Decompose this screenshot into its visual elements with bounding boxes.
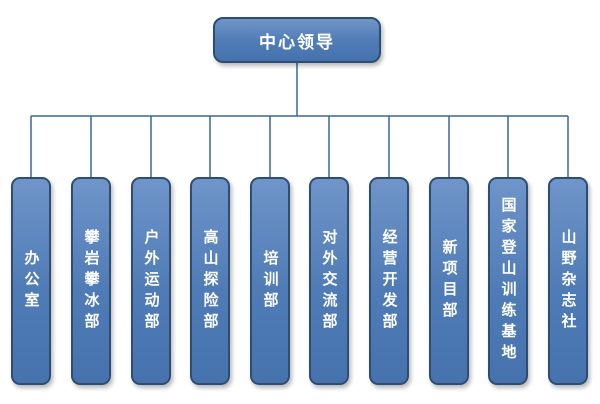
root-node-label: 中心领导 (259, 32, 335, 53)
dept-label: 高山探险部 (201, 228, 220, 334)
dept-label: 对外交流部 (320, 228, 339, 334)
dept-node-training: 培训部 (250, 177, 290, 385)
dept-node-magazine: 山野杂志社 (548, 177, 588, 385)
dept-node-exchange: 对外交流部 (309, 177, 349, 385)
root-node: 中心领导 (213, 17, 381, 63)
dept-label: 经营开发部 (380, 228, 399, 334)
dept-node-business: 经营开发部 (369, 177, 409, 385)
dept-node-national-base: 国家登山训练基地 (488, 177, 528, 385)
dept-label: 国家登山训练基地 (499, 197, 518, 365)
dept-node-alpine: 高山探险部 (190, 177, 230, 385)
dept-label: 培训部 (261, 249, 280, 313)
dept-label: 攀岩攀冰部 (82, 228, 101, 334)
dept-node-outdoor: 户外运动部 (131, 177, 171, 385)
dept-label: 办公室 (22, 249, 41, 313)
dept-label: 新项目部 (440, 239, 459, 323)
dept-label: 户外运动部 (142, 228, 161, 334)
dept-label: 山野杂志社 (559, 228, 578, 334)
dept-node-office: 办公室 (11, 177, 51, 385)
dept-node-climbing: 攀岩攀冰部 (71, 177, 111, 385)
dept-node-new-projects: 新项目部 (429, 177, 469, 385)
